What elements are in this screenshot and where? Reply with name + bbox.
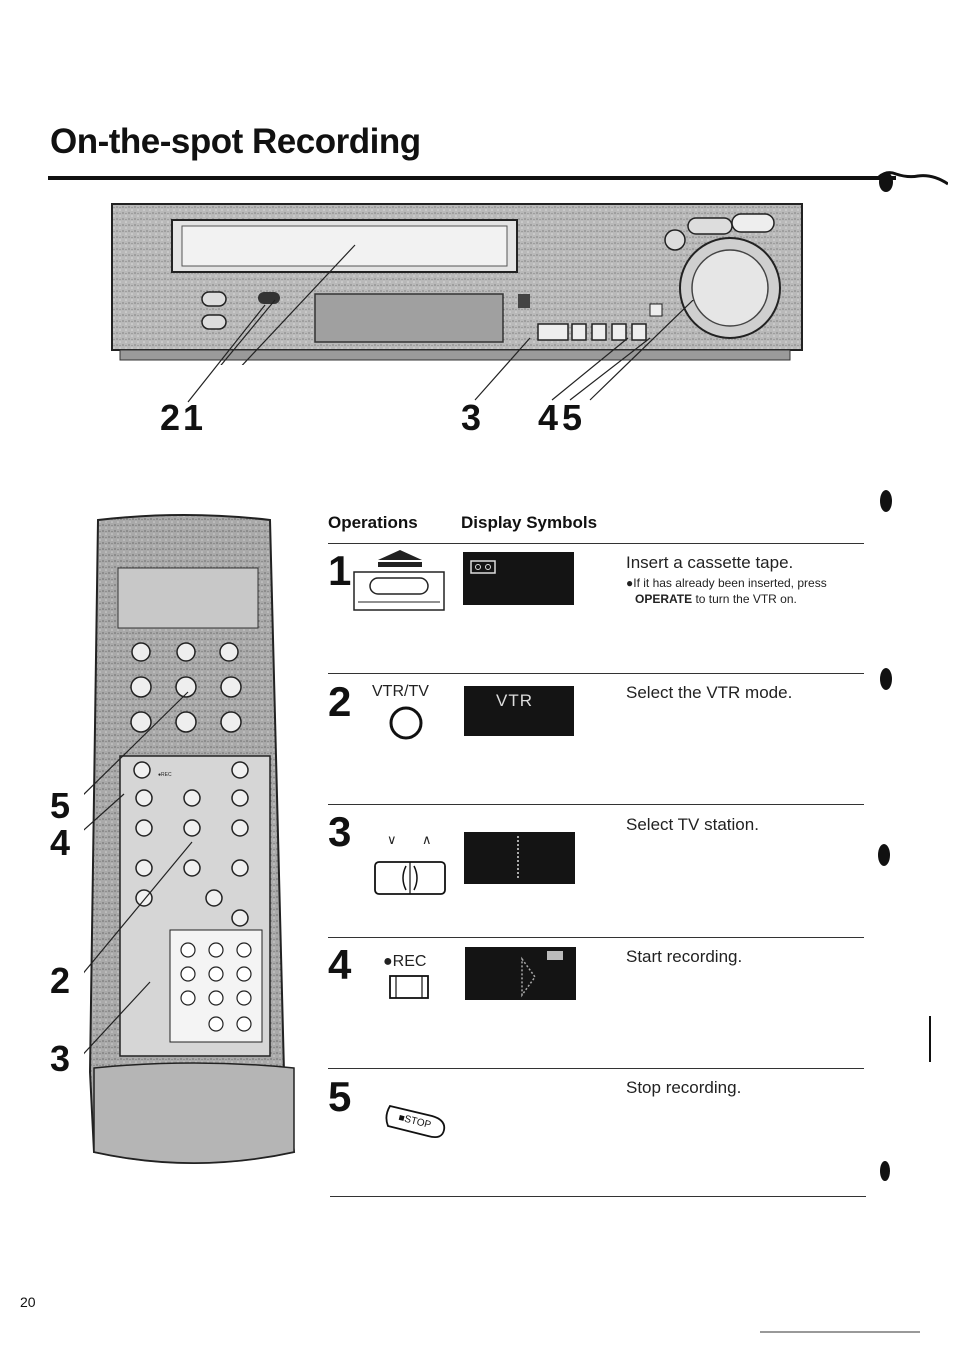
remote-callout-5: 5 (50, 785, 71, 826)
cassette-insert-icon (353, 550, 445, 611)
step-1-note-text: ●If it has already been inserted, press (626, 576, 827, 590)
vtr-tv-label: VTR/TV (372, 683, 429, 700)
step-1-number: 1 (328, 547, 352, 594)
step-1-note: ●If it has already been inserted, press … (626, 575, 827, 607)
header-operations: Operations (328, 513, 418, 532)
vcr-callout-4: 4 (538, 397, 559, 438)
remote-control-illustration (84, 514, 296, 1164)
stop-button-icon: ■STOP (385, 1104, 446, 1139)
step-4-number: 4 (328, 941, 352, 988)
step-5-number: 5 (328, 1073, 352, 1120)
header-display-symbols: Display Symbols (461, 513, 598, 532)
table-bottom-rule (330, 1196, 866, 1197)
page-number: 20 (20, 1294, 36, 1310)
scan-smudge (760, 1331, 920, 1333)
step-4-description: Start recording. (626, 947, 743, 966)
record-play-display-icon (521, 951, 563, 998)
remote-callout-2: 2 (50, 960, 71, 1001)
operate-keyword: OPERATE (635, 592, 693, 606)
vtr-tv-button-icon (389, 706, 423, 740)
channel-down-label: ∨ (387, 832, 397, 847)
binder-mark-5 (880, 1161, 890, 1181)
step-3-number: 3 (328, 808, 352, 855)
step-5-description: Stop recording. (626, 1078, 742, 1097)
rule-ornament (878, 171, 948, 192)
display-vtr: VTR (464, 686, 574, 736)
step-4-rule (328, 937, 864, 938)
binder-mark-2 (880, 668, 892, 690)
channel-button-icon (374, 861, 446, 895)
rec-label: ●REC (383, 953, 427, 970)
title-rule (48, 176, 896, 180)
display-channel (464, 832, 575, 884)
rec-button-icon (389, 975, 429, 999)
display-cassette-symbol (463, 552, 574, 605)
vcr-callout-3: 3 (461, 397, 482, 438)
step-1-rule (328, 543, 864, 544)
display-recording (465, 947, 576, 1000)
channel-up-label: ∧ (422, 832, 432, 847)
cassette-display-icon (470, 560, 496, 574)
step-5-rule (328, 1068, 864, 1069)
vcr-front-panel-illustration (111, 203, 803, 365)
remote-callout-4: 4 (50, 822, 71, 863)
step-3-rule (328, 804, 864, 805)
binder-mark-3 (878, 844, 890, 866)
step-1-note-tail: to turn the VTR on. (692, 592, 797, 606)
vcr-callout-5: 5 (562, 397, 583, 438)
display-vtr-text: VTR (496, 691, 533, 710)
page-title: On-the-spot Recording (50, 122, 421, 161)
step-3-description: Select TV station. (626, 815, 759, 834)
vcr-callout-1: 1 (183, 397, 204, 438)
vcr-leader-lines (187, 300, 694, 403)
step-2-number: 2 (328, 678, 352, 725)
vcr-callout-2: 2 (160, 397, 181, 438)
channel-dot-column (517, 836, 521, 878)
binder-mark-4 (929, 1016, 931, 1062)
step-1-description: Insert a cassette tape. (626, 553, 794, 572)
step-2-rule (328, 673, 864, 674)
remote-rec-label: ●REC (158, 772, 172, 778)
remote-callout-3: 3 (50, 1038, 71, 1079)
step-2-description: Select the VTR mode. (626, 683, 793, 702)
binder-mark-1 (880, 490, 892, 512)
